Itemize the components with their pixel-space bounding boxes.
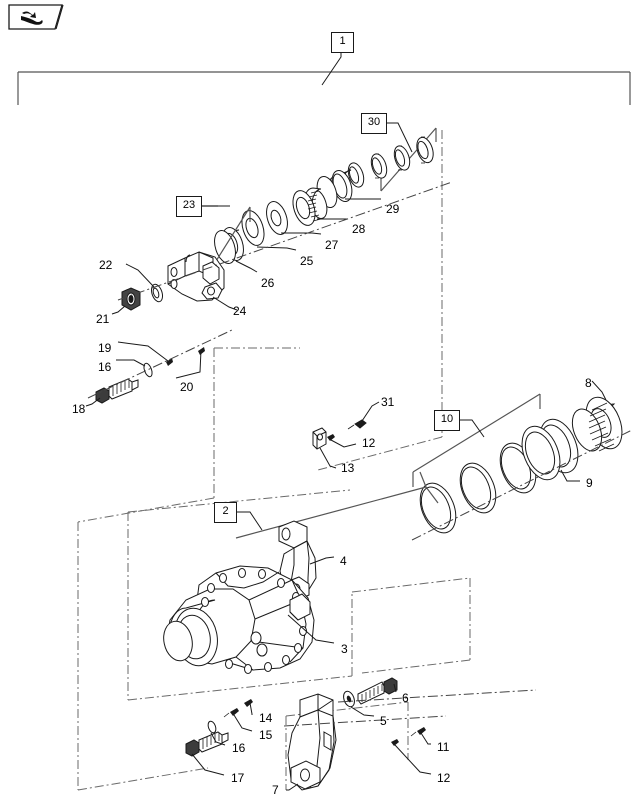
part-15-roll-pin [223, 708, 253, 732]
item-number-4: 4 [340, 554, 347, 568]
part-7-lower-mounting-bracket [286, 693, 337, 791]
pinion-shim-ring-3 [370, 153, 388, 179]
item-number-11: 11 [437, 740, 450, 754]
phantom-boundary-housing [127, 489, 471, 790]
shim-ring-1 [419, 482, 457, 534]
group-bracket-2 [235, 471, 439, 539]
group-bracket-1 [17, 51, 631, 105]
callout-box-10[interactable]: 10 [434, 410, 460, 431]
pinion-shim-ring-2 [393, 145, 411, 171]
pinion-center-axis [117, 181, 453, 301]
item-number-19: 19 [98, 341, 112, 355]
part-19-reference-point [117, 341, 173, 366]
part-17-threaded-plug [185, 731, 229, 776]
part-14-dowel-pin [244, 699, 253, 715]
item-number-13: 13 [341, 461, 355, 475]
plug-center-axis [87, 329, 233, 399]
item-number-25: 25 [300, 254, 314, 268]
part-3-differential-carrier-housing [163, 565, 335, 674]
callout-box-2[interactable]: 2 [214, 502, 237, 523]
item-number-20: 20 [180, 380, 194, 394]
part-21-lock-nut [111, 287, 141, 315]
part-28-outer-pinion-bearing [292, 187, 348, 226]
part-8-tapered-roller-bearing [571, 380, 623, 452]
item-number-3: 3 [341, 642, 348, 656]
item-number-28: 28 [352, 222, 366, 236]
pinion-shim-ring-1 [416, 136, 434, 164]
shim-ring-2 [459, 462, 497, 514]
item-number-24: 24 [233, 304, 247, 318]
manufacturer-logo [8, 4, 68, 30]
part-31-retaining-screw [347, 401, 380, 430]
part-25-slinger-washer [241, 210, 297, 251]
group-bracket-10 [412, 393, 541, 487]
item-number-6: 6 [402, 691, 409, 705]
part-5-flat-washer [343, 690, 375, 717]
differential-bearing-axis [411, 429, 633, 541]
bracket-mount-axis [283, 715, 447, 727]
part-13-retaining-clip [312, 427, 337, 469]
part-20-reference-point [175, 347, 205, 379]
item-number-29: 29 [386, 202, 400, 216]
part-27-spacer-washer [266, 201, 322, 235]
item-number-17: 17 [231, 771, 245, 785]
phantom-boundary-pinion [77, 130, 443, 791]
item-number-16-lower: 16 [232, 741, 246, 755]
part-6-hex-head-bolt [357, 677, 398, 705]
part-18-breather-fitting [85, 378, 139, 407]
callout-box-23[interactable]: 23 [176, 196, 202, 217]
part-24-pinion-drive-yoke [167, 251, 238, 311]
item-number-5: 5 [380, 714, 387, 728]
hand-with-arrow-icon [21, 11, 43, 25]
callout-box-30[interactable]: 30 [361, 113, 387, 134]
item-number-9: 9 [586, 476, 593, 490]
item-number-26: 26 [261, 276, 275, 290]
part-9-bearing-cup [521, 418, 580, 482]
item-number-27: 27 [325, 238, 339, 252]
part-16-o-ring-lower [207, 720, 226, 746]
item-number-8: 8 [585, 376, 592, 390]
item-number-14: 14 [259, 711, 273, 725]
item-number-21: 21 [96, 312, 110, 326]
part-22-thrust-washer [125, 263, 164, 303]
part-12-socket-screw-upper [327, 434, 357, 448]
item-number-7: 7 [272, 783, 279, 797]
part-16-o-ring-upper [116, 359, 153, 378]
pinion-shim-ring-4 [347, 162, 365, 188]
item-number-12-upper: 12 [362, 436, 376, 450]
callout-box-1[interactable]: 1 [331, 32, 354, 53]
item-number-12-lower: 12 [437, 771, 451, 785]
item-number-22: 22 [99, 258, 113, 272]
bolt-axis [337, 689, 537, 703]
part-11-stud-bolt [410, 727, 431, 745]
item-number-18: 18 [72, 402, 86, 416]
item-number-31: 31 [381, 395, 395, 409]
part-12-socket-screw-lower [391, 739, 432, 775]
item-number-16-upper: 16 [98, 360, 112, 374]
item-number-15: 15 [259, 728, 273, 742]
